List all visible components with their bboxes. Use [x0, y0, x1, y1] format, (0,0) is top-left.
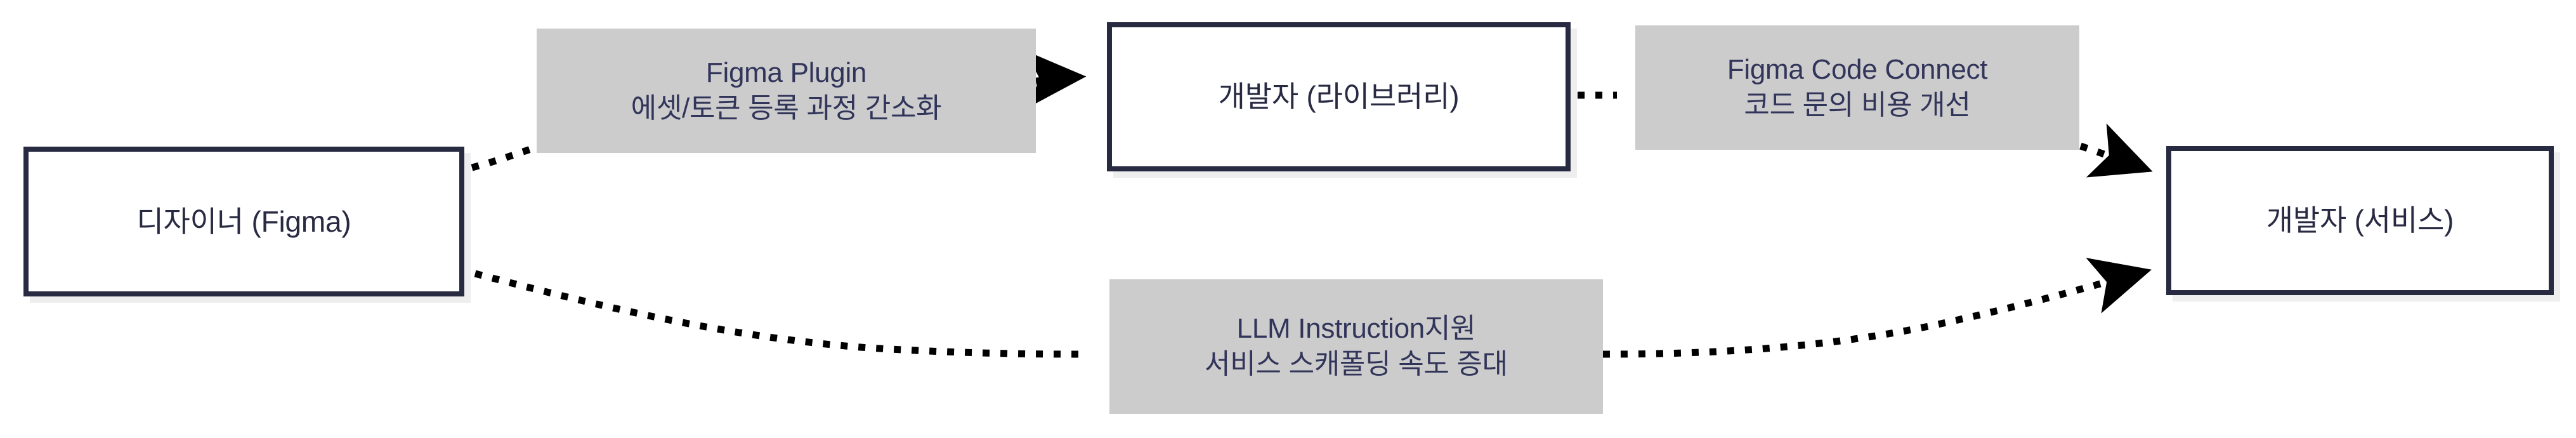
node-developer-library[interactable]: 개발자 (라이브러리) [1107, 22, 1571, 171]
edge-label-figma-plugin-line2: 에셋/토큰 등록 과정 간소화 [631, 93, 942, 124]
node-label-designer-figma: 디자이너 (Figma) [136, 204, 351, 238]
node-developer-service[interactable]: 개발자 (서비스) [2166, 146, 2554, 295]
node-label-developer-service: 개발자 (서비스) [2266, 204, 2454, 237]
edge-label-llm-instruction: LLM Instruction지원 서비스 스캐폴딩 속도 증대 [1109, 279, 1603, 414]
edge-path-llm-tail [1602, 258, 2152, 358]
edge-label-code-connect-line1: Figma Code Connect [1727, 53, 1988, 85]
edge-label-llm-instruction-line1: LLM Instruction지원 [1236, 312, 1476, 344]
edge-path-llm-head [457, 265, 1080, 358]
node-designer-figma[interactable]: 디자이너 (Figma) [23, 147, 464, 296]
edge-path-code-connect-tail [2079, 123, 2153, 178]
edge-path-figma-plugin-tail [1024, 50, 1087, 109]
node-label-developer-library: 개발자 (라이브러리) [1218, 80, 1460, 114]
edge-label-llm-instruction-line2: 서비스 스캐폴딩 속도 증대 [1205, 348, 1508, 380]
edge-path-figma-plugin [471, 143, 538, 171]
edge-label-code-connect: Figma Code Connect 코드 문의 비용 개선 [1635, 25, 2079, 150]
edge-label-figma-plugin-line1: Figma Plugin [705, 56, 867, 88]
edge-label-code-connect-line2: 코드 문의 비용 개선 [1744, 90, 1971, 121]
edge-label-figma-plugin: Figma Plugin 에셋/토큰 등록 과정 간소화 [537, 29, 1036, 153]
